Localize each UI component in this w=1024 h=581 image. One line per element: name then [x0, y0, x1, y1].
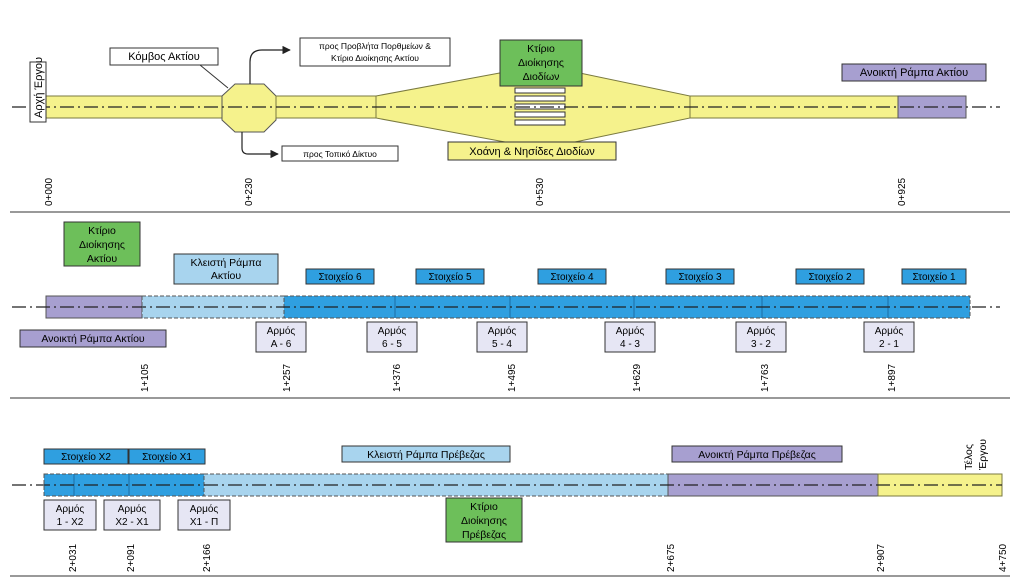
kombos-label: Κόμβος Ακτίου	[128, 51, 200, 63]
joint-x1p-line1: Αρμός	[190, 503, 219, 515]
open-ramp-aktio-label2: Ανοικτή Ράμπα Ακτίου	[41, 333, 145, 345]
joint-32-line1: Αρμός	[747, 325, 776, 337]
open-ramp-label-box	[841, 63, 987, 82]
joint-54-line1: Αρμός	[488, 325, 517, 337]
tunnel-elements-bar	[283, 295, 971, 319]
chainages-row1: 0+000 0+230 0+530 0+925	[44, 177, 908, 206]
element-3-label: Στοιχείο 3	[678, 271, 722, 283]
local-label: προς Τοπικό Δίκτυο	[303, 149, 377, 159]
chainage-2-166: 2+166	[202, 543, 213, 572]
end-label-line1: Τέλος	[963, 444, 975, 470]
element-6-label: Στοιχείο 6	[318, 271, 362, 283]
row-3: Στοιχείο Χ2 Στοιχείο Χ1 Κλειστή Ράμπα Πρ…	[10, 439, 1010, 577]
chainage-1-495: 1+495	[507, 363, 518, 392]
joint-x1p-line2: Χ1 - Π	[190, 517, 218, 528]
admin-aktio-line3: Ακτίου	[87, 253, 118, 265]
element-x1-label: Στοιχείο Χ1	[142, 451, 192, 463]
open-ramp-label: Ανοικτή Ράμπα Ακτίου	[860, 67, 968, 79]
open-ramp-preveza-label: Ανοικτή Ράμπα Πρέβεζας	[698, 449, 816, 461]
start-label-box: Αρχή Έργου	[29, 57, 47, 123]
joint-1x2-line2: 1 - Χ2	[57, 517, 84, 528]
closed-ramp-aktio-line1: Κλειστή Ράμπα	[191, 257, 262, 269]
closed-ramp-preveza-label-box	[341, 445, 511, 463]
closed-ramp-aktio-label-box	[173, 253, 279, 285]
element-5-label: Στοιχείο 5	[428, 271, 472, 283]
toll-building-line1: Κτίριο	[527, 43, 555, 55]
admin-preveza-line2: Διοίκησης	[461, 515, 507, 527]
element-labels-row2: Στοιχείο 6 Στοιχείο 5 Στοιχείο 4 Στοιχεί…	[305, 268, 967, 285]
element-x2-box	[43, 448, 129, 465]
ferries-label-box	[299, 37, 451, 67]
admin-aktio-box	[63, 221, 141, 267]
chainage-1-897: 1+897	[887, 363, 898, 392]
chainage-1-763: 1+763	[760, 363, 771, 392]
arrow-to-ferries	[249, 45, 291, 84]
arrow-to-local	[241, 132, 279, 159]
kombos-node	[221, 83, 277, 133]
row-2: Κτίριο Διοίκησης Ακτίου Κλειστή Ράμπα Ακ…	[10, 221, 1010, 399]
element-2-label: Στοιχείο 2	[808, 271, 852, 283]
open-ramp-aktio-label2-box	[19, 329, 167, 348]
chainage-2-031: 2+031	[68, 543, 79, 572]
chainages-row3: 2+031 2+091 2+166 2+675 2+907 4+750	[68, 543, 1009, 572]
joints-row2: Αρμός Α - 6 Αρμός 6 - 5 Αρμός 5 - 4 Αρμό…	[255, 321, 915, 353]
admin-preveza-box	[445, 497, 523, 543]
toll-building-line3: Διοδίων	[523, 71, 560, 83]
toll-building-line2: Διοίκησης	[518, 57, 564, 69]
kombos-leader	[199, 64, 229, 89]
admin-preveza-line3: Πρέβεζας	[462, 529, 506, 541]
ferries-label-line1: προς Προβλήτα Πορθμείων &	[319, 41, 431, 51]
chainage-1-257: 1+257	[282, 363, 293, 392]
chainage-0-000: 0+000	[44, 177, 55, 206]
kombos-label-box	[109, 47, 219, 66]
closed-ramp-aktio-line2: Ακτίου	[211, 270, 242, 282]
chainage-0-925: 0+925	[897, 177, 908, 206]
chainage-1-105: 1+105	[140, 363, 151, 392]
start-label: Αρχή Έργου	[33, 57, 45, 118]
chainage-2-675: 2+675	[666, 543, 677, 572]
chainage-0-230: 0+230	[244, 177, 255, 206]
chainage-2-907: 2+907	[876, 543, 887, 572]
element-4-label: Στοιχείο 4	[550, 271, 594, 283]
joint-43-line1: Αρμός	[616, 325, 645, 337]
element-1-label: Στοιχείο 1	[912, 271, 956, 283]
chainage-2-091: 2+091	[126, 543, 137, 572]
joint-65-line2: 6 - 5	[382, 339, 402, 350]
joint-54-line2: 5 - 4	[492, 339, 512, 350]
end-label-line2: Έργου	[977, 439, 989, 471]
toll-building-box	[499, 39, 583, 87]
toll-islands-label: Χοάνη & Νησίδες Διοδίων	[469, 146, 595, 158]
admin-aktio-line2: Διοίκησης	[79, 239, 125, 251]
open-ramp-preveza-label-box	[671, 445, 843, 463]
joint-a6-line2: Α - 6	[271, 339, 292, 350]
chainage-4-750: 4+750	[998, 543, 1009, 572]
joint-65-line1: Αρμός	[378, 325, 407, 337]
joint-a6-line1: Αρμός	[267, 325, 296, 337]
chainage-1-629: 1+629	[632, 363, 643, 392]
admin-preveza-line1: Κτίριο	[470, 501, 498, 513]
toll-islands-label-box	[447, 141, 617, 161]
joint-21-line2: 2 - 1	[879, 339, 899, 350]
joint-21-line1: Αρμός	[875, 325, 904, 337]
element-x2-label: Στοιχείο Χ2	[61, 451, 111, 463]
joint-32-line2: 3 - 2	[751, 339, 771, 350]
local-label-box	[281, 145, 399, 162]
joints-row3: Αρμός 1 - Χ2 Αρμός Χ2 - Χ1 Αρμός Χ1 - Π	[43, 499, 231, 531]
chainages-row2: 1+105 1+257 1+376 1+495 1+629 1+763 1+89…	[140, 363, 898, 392]
element-x1-box	[128, 448, 206, 465]
joint-1x2-line1: Αρμός	[56, 503, 85, 515]
joint-43-line2: 4 - 3	[620, 339, 640, 350]
chainage-0-530: 0+530	[535, 177, 546, 206]
joint-x2x1-line1: Αρμός	[118, 503, 147, 515]
joint-x2x1-line2: Χ2 - Χ1	[115, 517, 149, 528]
ferries-label-line2: Κτίριο Διοίκησης Ακτίου	[331, 53, 419, 63]
row-1: Αρχή Έργου Κόμβος Ακτίου προς Προβλήτα Π…	[10, 37, 1010, 213]
admin-aktio-line1: Κτίριο	[88, 225, 116, 237]
chainage-1-376: 1+376	[392, 363, 403, 392]
closed-ramp-preveza-label: Κλειστή Ράμπα Πρέβεζας	[367, 449, 485, 461]
